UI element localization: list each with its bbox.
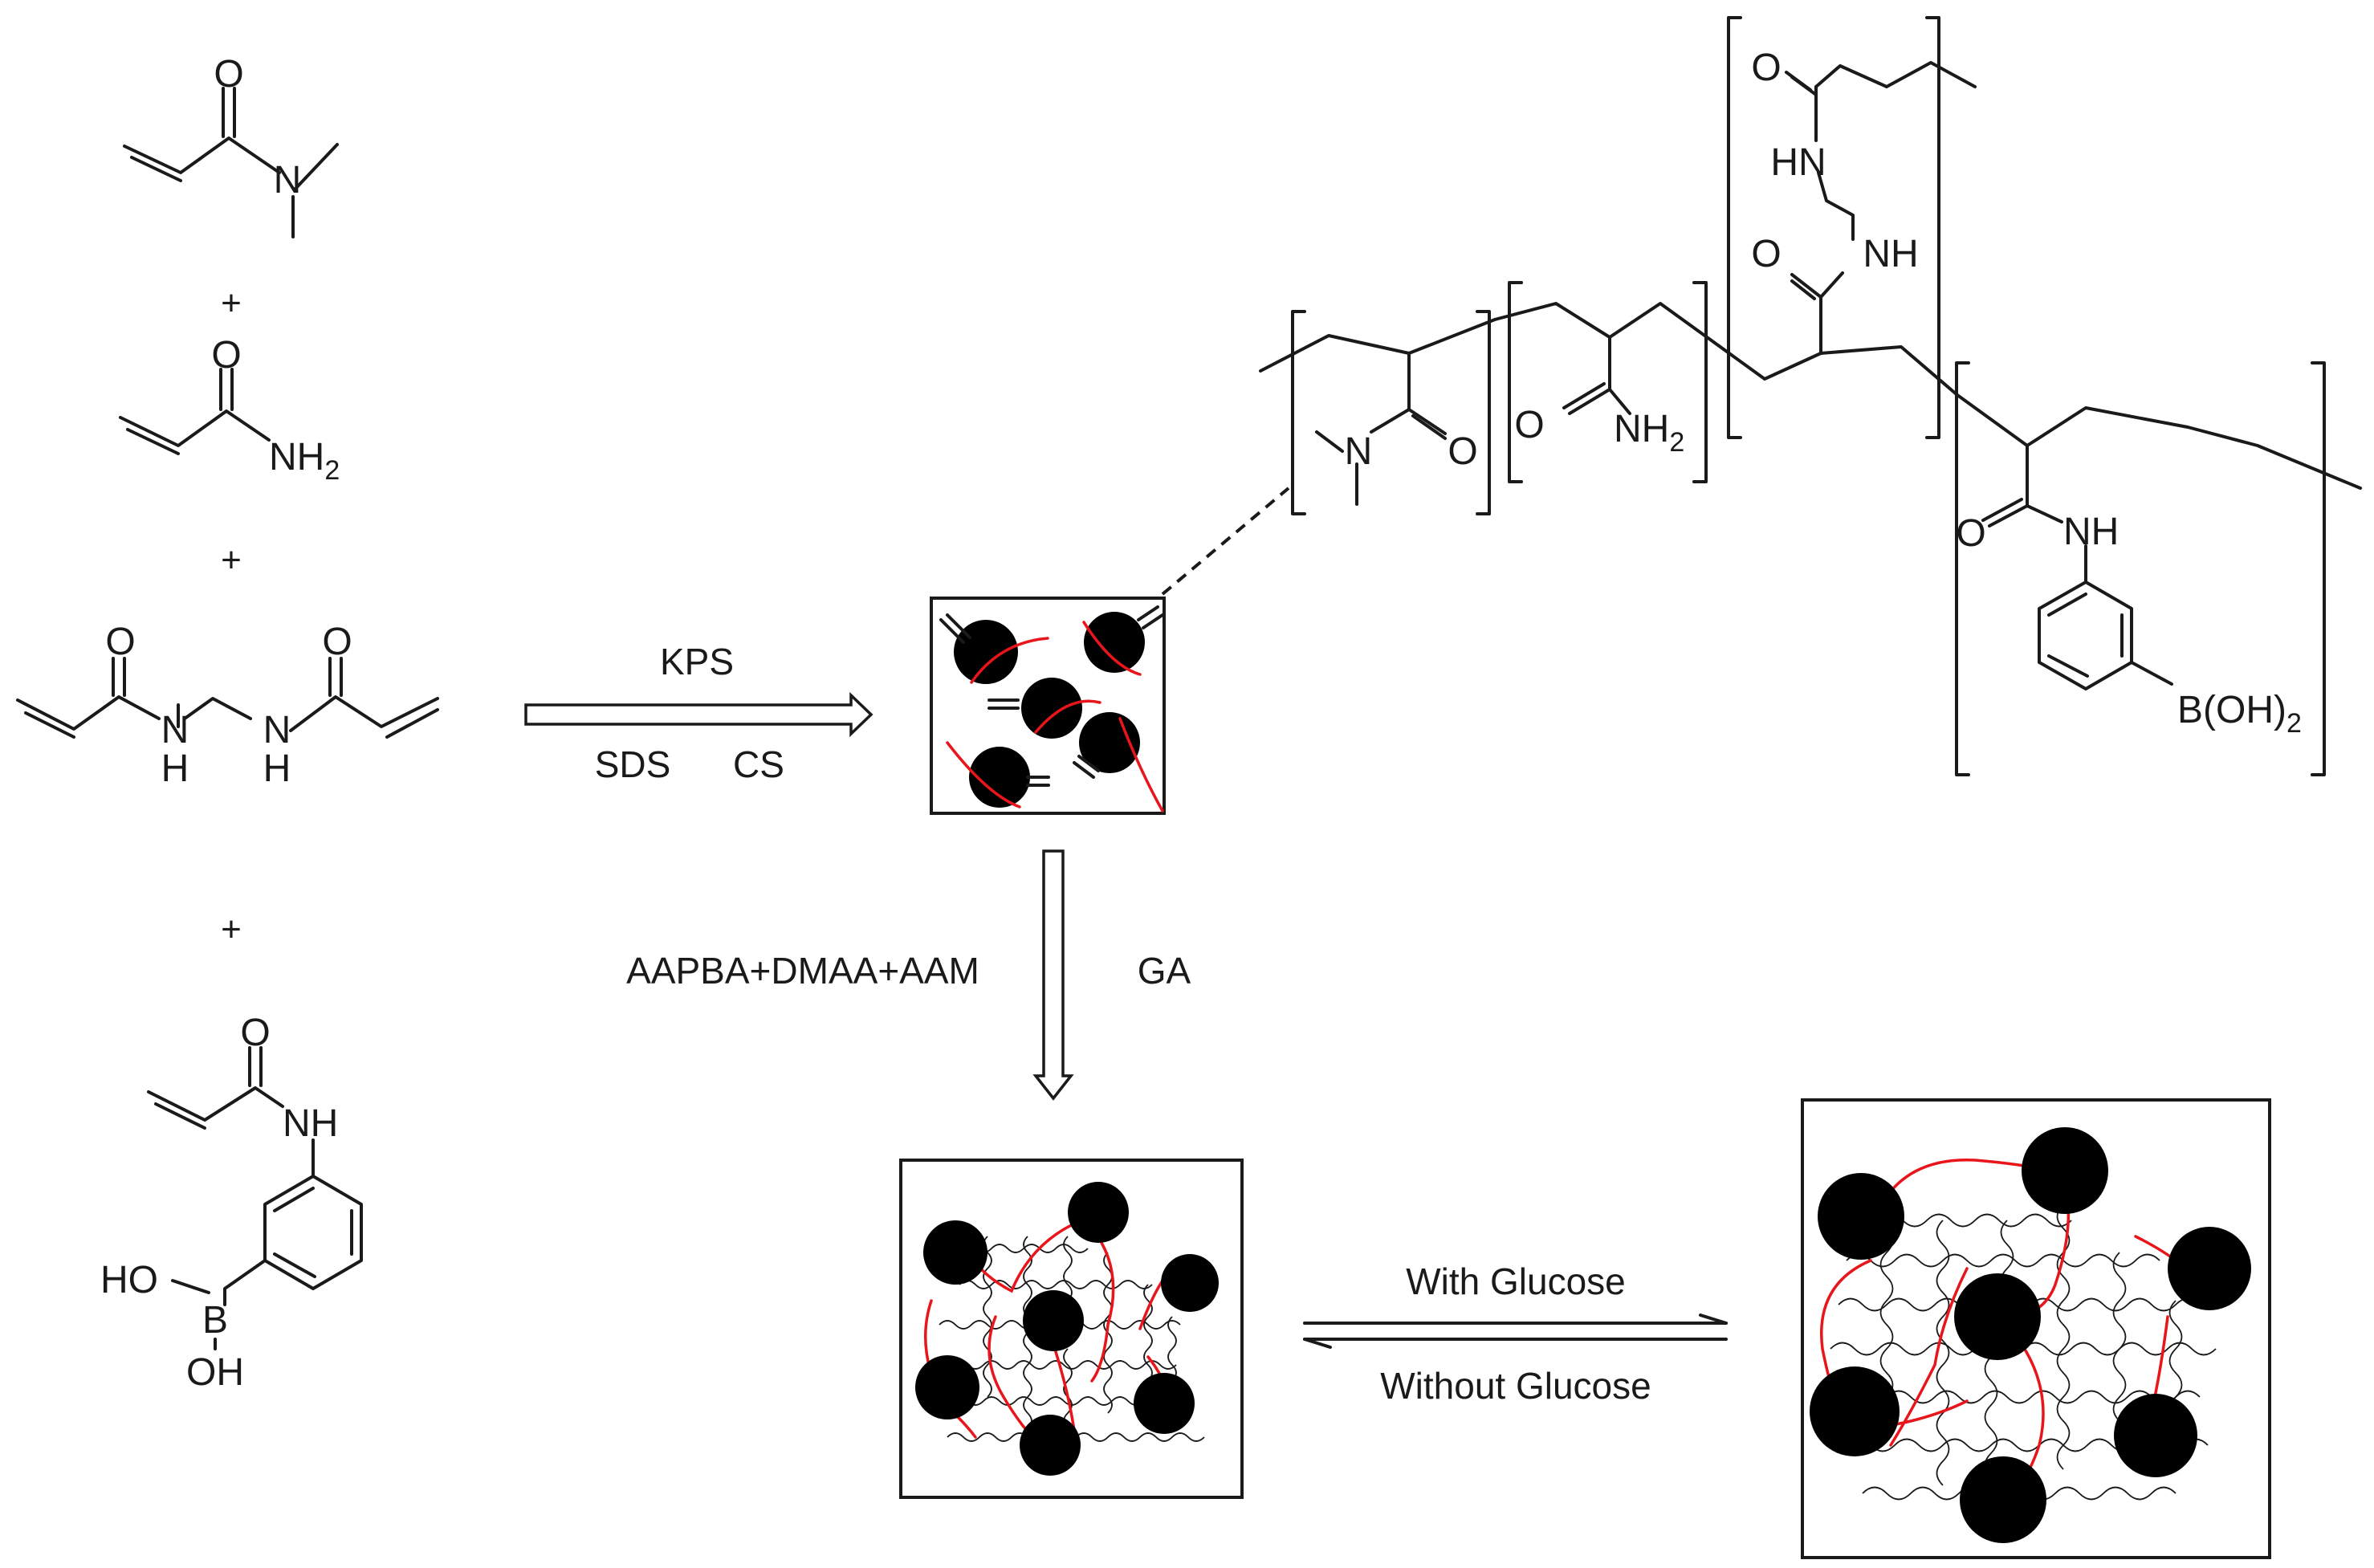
mba-oxygen-1: O [105, 621, 135, 663]
monomer-dmaa: O N [123, 53, 339, 238]
plus-3: + [221, 910, 242, 949]
reaction-arrow-1 [524, 691, 873, 738]
cs-label: CS [733, 743, 784, 785]
unit1-nitrogen: N [1345, 430, 1373, 473]
unit4-nh: NH [2063, 511, 2119, 553]
unit2-oxygen: O [1514, 404, 1544, 446]
dmaa-nitrogen: N [274, 159, 302, 202]
aapba-oxygen: O [240, 1012, 270, 1054]
unit3-oxygen-mid: O [1751, 233, 1781, 275]
monomer-aam: O NH2 [119, 334, 340, 486]
mba-nitrogen-2: N [263, 709, 291, 751]
mba-h-2: H [263, 747, 291, 790]
monomer-aapba: O NH HO B OH [100, 1012, 363, 1394]
unit3-oxygen-top: O [1751, 47, 1781, 89]
aam-oxygen: O [211, 334, 241, 377]
aapba-nh: NH [283, 1102, 338, 1145]
sds-label: SDS [595, 743, 671, 785]
mba-nitrogen-1: N [161, 709, 189, 751]
equilibrium-arrows [1303, 1313, 1728, 1349]
dashed-link [1161, 487, 1290, 596]
monomer-mba: O O N H N H [16, 621, 439, 790]
unit3-hn: HN [1770, 141, 1826, 184]
aam-amine: NH2 [269, 436, 340, 486]
plus-1: + [221, 283, 242, 323]
shrunk-network-box [899, 1159, 1244, 1499]
swollen-network-box [1801, 1098, 2271, 1559]
mba-oxygen-2: O [322, 621, 352, 663]
unit1-oxygen: O [1448, 430, 1477, 473]
reaction-arrow-2 [1032, 849, 1074, 1101]
polymer-structure: N O O NH2 O HN NH O [1259, 16, 2362, 776]
unit4-boronic-acid: B(OH)2 [2177, 689, 2302, 739]
plus-2: + [221, 540, 242, 580]
aapba-boron: B [202, 1299, 228, 1342]
with-glucose-label: With Glucose [1406, 1261, 1626, 1302]
unit2-amine: NH2 [1614, 408, 1684, 458]
unit4-oxygen: O [1956, 512, 1985, 555]
monomer-mix-label: AAPBA+DMAA+AAM [626, 950, 979, 992]
precursor-particles-box [930, 597, 1166, 815]
aapba-ho: HO [100, 1259, 158, 1301]
without-glucose-label: Without Glucose [1380, 1365, 1651, 1407]
ga-label: GA [1138, 950, 1191, 992]
dmaa-oxygen: O [214, 53, 243, 96]
aapba-oh: OH [186, 1351, 244, 1394]
unit3-nh: NH [1863, 233, 1918, 275]
mba-h-1: H [161, 747, 189, 790]
kps-label: KPS [660, 641, 734, 682]
